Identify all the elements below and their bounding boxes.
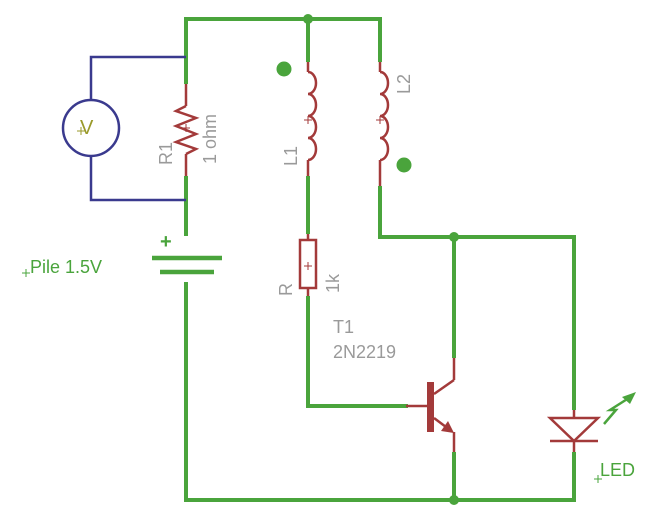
t1-emitter-arrow <box>441 421 454 433</box>
battery-label: Pile 1.5V <box>30 257 102 277</box>
junction-collector <box>449 232 459 242</box>
junction-bottom <box>449 495 459 505</box>
t1-base-bar <box>427 382 434 432</box>
voltmeter-label: V <box>80 117 94 139</box>
inductor-l2: L2 <box>376 62 414 186</box>
junctions <box>303 14 459 505</box>
l2-coil <box>379 70 390 162</box>
l1-polarity-dot <box>276 61 292 77</box>
t1-name: T1 <box>333 317 354 337</box>
voltmeter-body <box>61 98 121 158</box>
led-triangle <box>546 416 602 443</box>
r-value: 1k <box>323 273 343 293</box>
voltmeter-lead-top <box>89 55 186 101</box>
transistor-t1: T1 2N2219 <box>333 317 456 452</box>
voltmeter: V <box>61 55 186 202</box>
inductor-l1: L1 <box>281 62 318 176</box>
resistor-r: R 1k <box>276 234 343 296</box>
l1-coil <box>307 70 318 162</box>
battery-plus-sign: + <box>160 231 172 253</box>
led-label: LED <box>600 460 635 480</box>
t1-model: 2N2219 <box>333 342 396 362</box>
led-light-arrowhead <box>622 392 636 404</box>
t1-collector-leg <box>433 378 455 396</box>
l1-name: L1 <box>281 146 301 166</box>
led-light-arrow <box>603 394 633 425</box>
l2-name: L2 <box>394 74 414 94</box>
battery: + Pile 1.5V <box>22 231 222 277</box>
wires <box>184 17 576 502</box>
r-name: R <box>276 283 296 296</box>
junction-top <box>303 14 313 24</box>
resistor-r1: R1 1 ohm <box>156 84 220 176</box>
r1-value: 1 ohm <box>200 114 220 164</box>
voltmeter-lead-bottom <box>89 156 186 202</box>
l2-polarity-dot <box>396 157 412 173</box>
r1-name: R1 <box>156 142 176 165</box>
led: LED <box>546 392 636 483</box>
